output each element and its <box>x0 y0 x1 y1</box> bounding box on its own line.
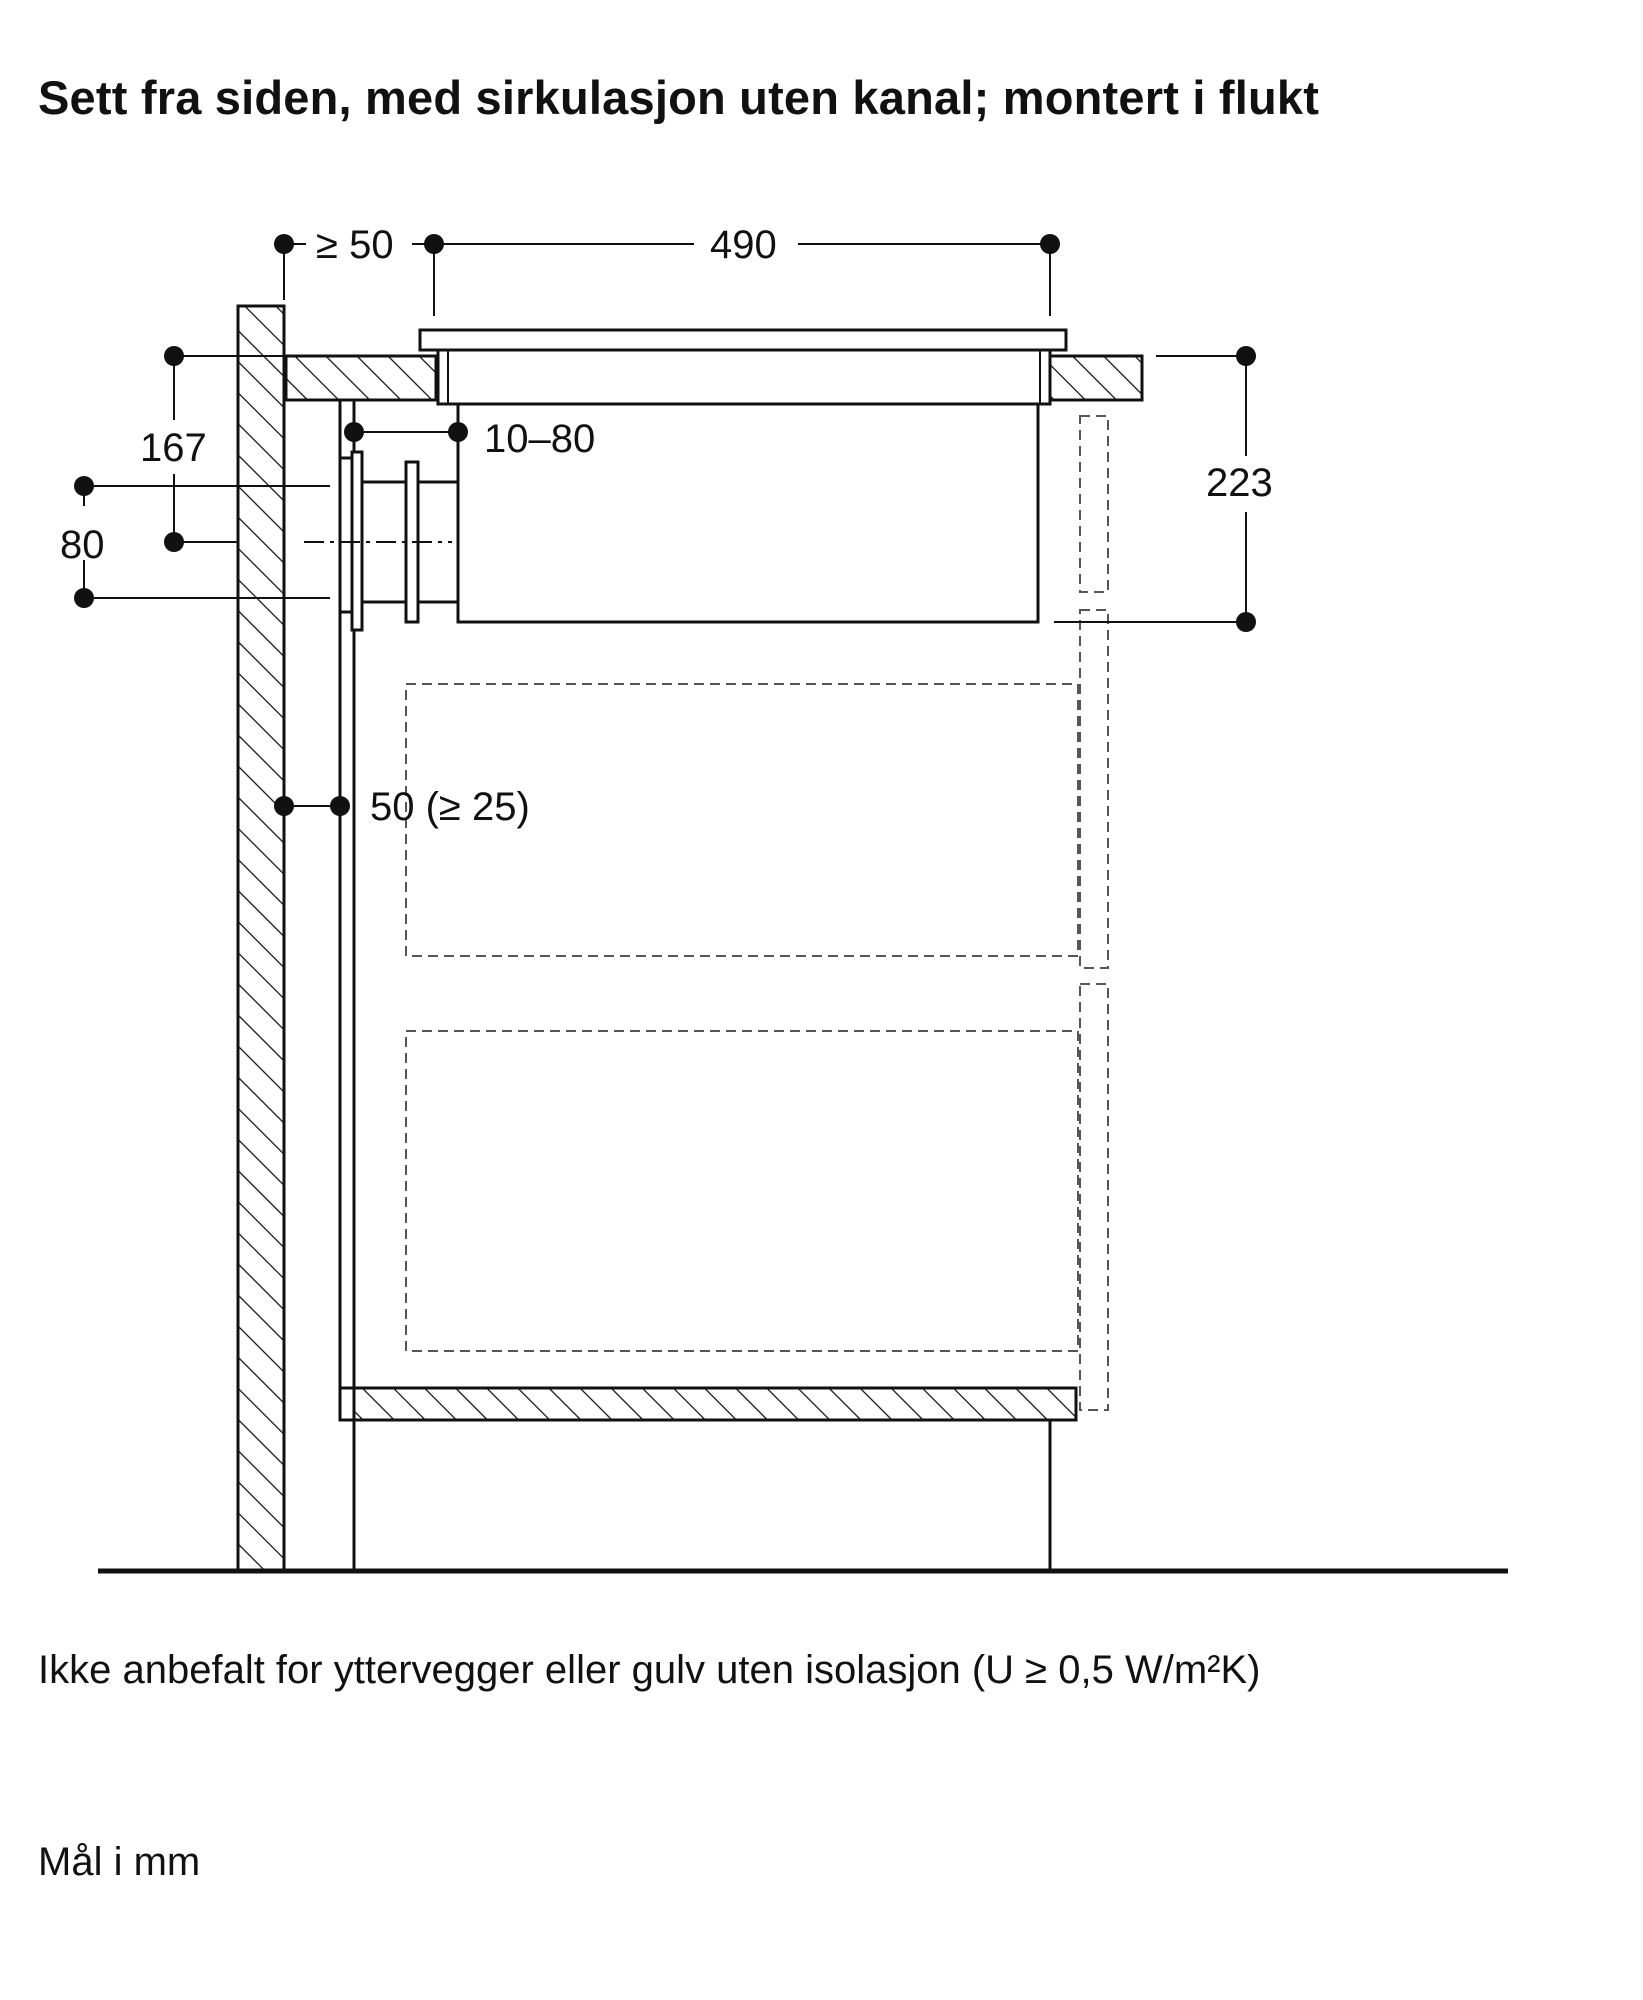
front-panel-middle <box>1079 609 1109 969</box>
vent-range-label: 10–80 <box>484 417 595 461</box>
cooktop-body <box>456 402 1040 624</box>
dimension-top-height: 167 <box>140 346 286 552</box>
cooktop-glass <box>418 328 1068 352</box>
insulation-note: Ikke anbefalt for yttervegger eller gulv… <box>38 1648 1261 1692</box>
cabinet-base <box>338 1386 1078 1422</box>
worktop-left <box>284 354 438 402</box>
dimension-vent-range: 10–80 <box>344 417 595 461</box>
top-height-label: 167 <box>140 426 207 470</box>
front-panel-upper <box>1079 415 1109 593</box>
dimension-wall-gap: ≥ 50 <box>274 223 444 300</box>
dimension-vent-height: 80 <box>60 476 330 608</box>
units-note: Mål i mm <box>38 1840 201 1884</box>
total-height-label: 223 <box>1206 461 1273 505</box>
wall <box>236 304 286 1574</box>
vent-height-label: 80 <box>60 523 105 567</box>
width-label: 490 <box>710 223 777 267</box>
drawer-lower <box>405 1030 1079 1352</box>
drawer-upper <box>405 683 1079 957</box>
dimension-rear-gap: 50 (≥ 25) <box>274 785 530 829</box>
cooktop-frame <box>436 348 1052 406</box>
page-title: Sett fra siden, med sirkulasjon uten kan… <box>38 71 1320 124</box>
rear-gap-label: 50 (≥ 25) <box>370 785 530 829</box>
wall-gap-label: ≥ 50 <box>316 223 394 267</box>
worktop-right <box>1044 354 1144 402</box>
dimension-width: 490 <box>433 223 1060 316</box>
front-panel-lower <box>1079 983 1109 1411</box>
dimension-total-height: 223 <box>1054 346 1273 632</box>
